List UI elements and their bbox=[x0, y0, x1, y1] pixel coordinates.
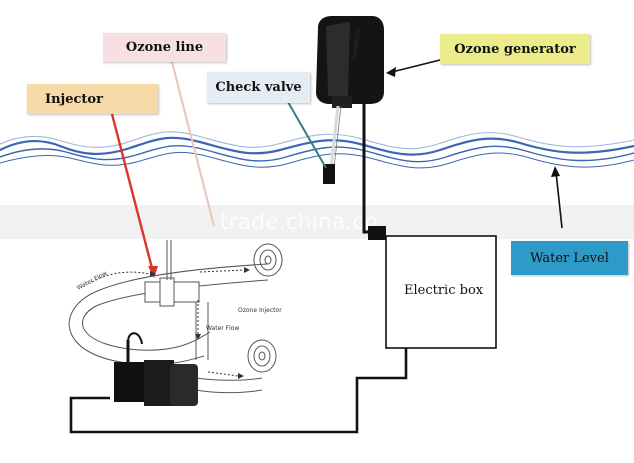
ozone-generator-pointer-line bbox=[391, 59, 441, 73]
watermark-band bbox=[0, 205, 634, 239]
flow-arrows bbox=[91, 269, 245, 377]
flow-arrowhead-3 bbox=[238, 373, 244, 379]
electric-box-label: Electric box bbox=[404, 283, 484, 298]
upper-return-pipe bbox=[94, 263, 269, 293]
pump-motor-fins bbox=[144, 360, 174, 406]
ozone-line-label: Ozone line bbox=[103, 33, 226, 62]
water-level-pointer-arrowhead bbox=[551, 166, 560, 177]
pump-power-wire bbox=[69, 348, 408, 434]
return-jet-upper bbox=[253, 243, 283, 277]
flow-arrowhead-1 bbox=[244, 267, 250, 273]
ozone-line-pointer-line bbox=[170, 61, 216, 227]
watermark-text: trade.china.cn bbox=[220, 210, 378, 235]
wave-line-3 bbox=[0, 131, 634, 150]
ozone-injector-small-label: Ozone Injector bbox=[238, 307, 282, 314]
ozone-generator-pointer-arrowhead bbox=[386, 67, 396, 77]
generator-highlight bbox=[326, 22, 350, 96]
pump-motor bbox=[114, 362, 144, 402]
ozone-generator-label: Ozone generator bbox=[440, 34, 590, 64]
wave-line-2 bbox=[0, 145, 634, 163]
injector-pointer-line bbox=[110, 113, 155, 273]
water-surface-waves bbox=[0, 131, 634, 169]
pump-outlet-pipe bbox=[195, 377, 263, 381]
electric-box bbox=[385, 235, 497, 349]
ozone-tube-shade bbox=[333, 105, 342, 169]
check-valve-device bbox=[323, 164, 335, 184]
check-valve-pointer-line bbox=[287, 101, 327, 169]
power-plug bbox=[368, 226, 386, 240]
pump-cable-loop bbox=[127, 332, 143, 345]
water-flow-label-center: Water Flow bbox=[206, 325, 239, 332]
injector-throat bbox=[159, 277, 175, 307]
flow-arrowhead-2 bbox=[195, 334, 201, 340]
wave-line-4 bbox=[0, 151, 634, 169]
injector-pointer-arrowhead bbox=[148, 266, 158, 278]
return-jet-lower bbox=[247, 339, 277, 373]
injector-label: Injector bbox=[27, 84, 158, 114]
flow-arrowhead-4 bbox=[150, 271, 156, 277]
lower-loop-pipe-inner bbox=[68, 291, 205, 365]
check-valve-label: Check valve bbox=[207, 72, 310, 103]
pump-housing bbox=[170, 364, 198, 406]
plumbing bbox=[68, 263, 269, 394]
ozone-tube bbox=[329, 105, 340, 169]
water-level-pointer-line bbox=[555, 171, 563, 229]
wave-line-1 bbox=[0, 136, 634, 156]
water-pump bbox=[114, 332, 198, 406]
ozone-generator-device: AquaticO3 bbox=[316, 16, 384, 108]
pump-outlet-pipe-inner bbox=[195, 389, 263, 394]
generator-port bbox=[332, 96, 352, 108]
water-level-label: Water Level bbox=[511, 241, 628, 275]
lower-loop-pipe bbox=[82, 305, 211, 351]
